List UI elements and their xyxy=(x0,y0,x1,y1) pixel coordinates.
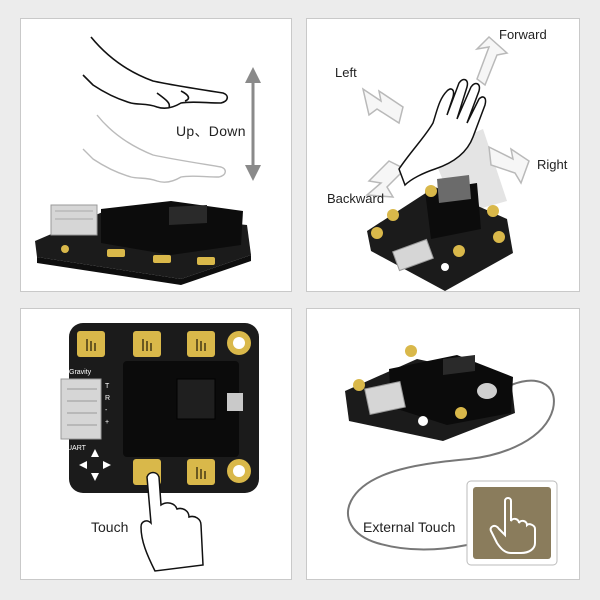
silk-gravity: Gravity xyxy=(69,369,92,376)
sensor-board xyxy=(35,201,251,285)
backward-label: Backward xyxy=(327,191,385,206)
dpad-icon xyxy=(441,263,449,271)
silk-pin-plus: + xyxy=(105,419,110,426)
external-pad xyxy=(473,487,551,559)
panel-external-touch: External Touch xyxy=(306,308,580,580)
hand-wave-icon xyxy=(398,78,487,187)
external-cable xyxy=(347,379,555,551)
touch-label: Touch xyxy=(91,519,129,535)
touch-finger-icon xyxy=(86,339,206,479)
up-down-arrow-icon xyxy=(245,67,261,181)
directions-illustration xyxy=(361,35,530,291)
silk-uart: UART xyxy=(67,445,86,452)
sensor-board xyxy=(345,345,515,441)
touch-finger-icon xyxy=(489,497,536,554)
right-arrow-icon xyxy=(488,145,530,185)
up-down-illustration xyxy=(35,36,261,285)
hand-ghost-icon xyxy=(82,114,226,183)
left-arrow-icon xyxy=(361,87,404,125)
forward-arrow-icon xyxy=(474,35,509,87)
external-touch-illustration xyxy=(345,345,558,566)
forward-label: Forward xyxy=(499,27,547,42)
up-down-label: Up、Down xyxy=(176,123,246,139)
touch-illustration xyxy=(60,323,259,572)
panel-directions: Forward Left Right Backward xyxy=(306,18,580,292)
panel-up-down: Up、Down xyxy=(20,18,292,292)
right-label: Right xyxy=(537,157,568,172)
hand-top-icon xyxy=(82,36,229,109)
silk-pin-minus: - xyxy=(105,407,108,414)
external-touch-label: External Touch xyxy=(363,519,456,535)
left-label: Left xyxy=(335,65,357,80)
silk-pin-r: R xyxy=(105,395,111,402)
sensor-board xyxy=(367,175,513,291)
pointing-hand-icon xyxy=(140,471,204,572)
ring-pad-icon xyxy=(227,331,251,483)
dpad-icon xyxy=(79,449,111,481)
panel-touch: Gravity UART T R - + Touch xyxy=(20,308,292,580)
silk-pin-t: T xyxy=(105,383,110,390)
